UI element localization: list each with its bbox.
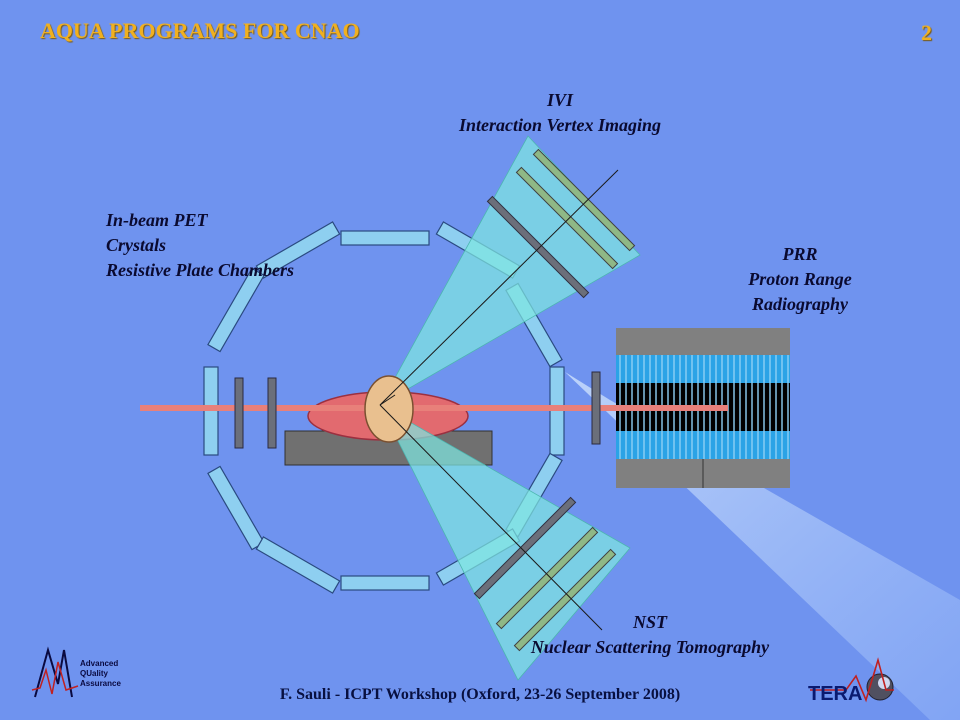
pet-module	[255, 221, 341, 279]
aqua-logo-word: QUality	[80, 669, 109, 678]
pet-label-line: Resistive Plate Chambers	[106, 260, 294, 280]
pet-module	[255, 536, 341, 594]
pet-module	[207, 465, 265, 551]
aqua-logo-word: Advanced	[80, 659, 118, 668]
proton-beam	[140, 405, 728, 411]
nst-plates	[473, 496, 617, 652]
pet-module	[207, 267, 265, 353]
beam-plates	[234, 371, 601, 449]
pet-module	[340, 230, 430, 246]
nst-label: NST Nuclear Scattering Tomography	[490, 610, 810, 660]
prr-label-line: PRR	[782, 244, 818, 264]
patient-head	[364, 375, 414, 443]
ivi-cone	[378, 135, 641, 407]
page-number: 2	[921, 20, 932, 45]
ivi-label: IVI Interaction Vertex Imaging	[400, 88, 720, 138]
prr-label-line: Proton Range	[748, 269, 852, 289]
aqua-logo: Advanced QUality Assurance	[31, 646, 121, 698]
nst-label-line: Nuclear Scattering Tomography	[530, 637, 770, 657]
prr-label: PRR Proton Range Radiography	[710, 242, 890, 317]
ivi-plates	[486, 148, 636, 299]
pet-label: In-beam PET Crystals Resistive Plate Cha…	[106, 208, 294, 283]
ivi-label-line: Interaction Vertex Imaging	[458, 115, 662, 135]
nst-cone	[379, 403, 631, 681]
prr-label-line: Radiography	[751, 294, 848, 314]
pet-module	[340, 575, 430, 591]
slide-footer: F. Sauli - ICPT Workshop (Oxford, 23-26 …	[279, 686, 681, 703]
tera-logo: TERA	[808, 657, 894, 705]
tera-logo-text: TERA	[808, 683, 862, 705]
pet-label-line: In-beam PET	[106, 210, 208, 230]
pet-label-line: Crystals	[106, 235, 167, 255]
aqua-logo-word: Assurance	[80, 679, 121, 688]
ivi-label-line: IVI	[546, 90, 573, 110]
slide-title: AQUA PROGRAMS FOR CNAO	[40, 18, 360, 43]
track-lines	[379, 169, 619, 631]
nst-label-line: NST	[632, 612, 667, 632]
